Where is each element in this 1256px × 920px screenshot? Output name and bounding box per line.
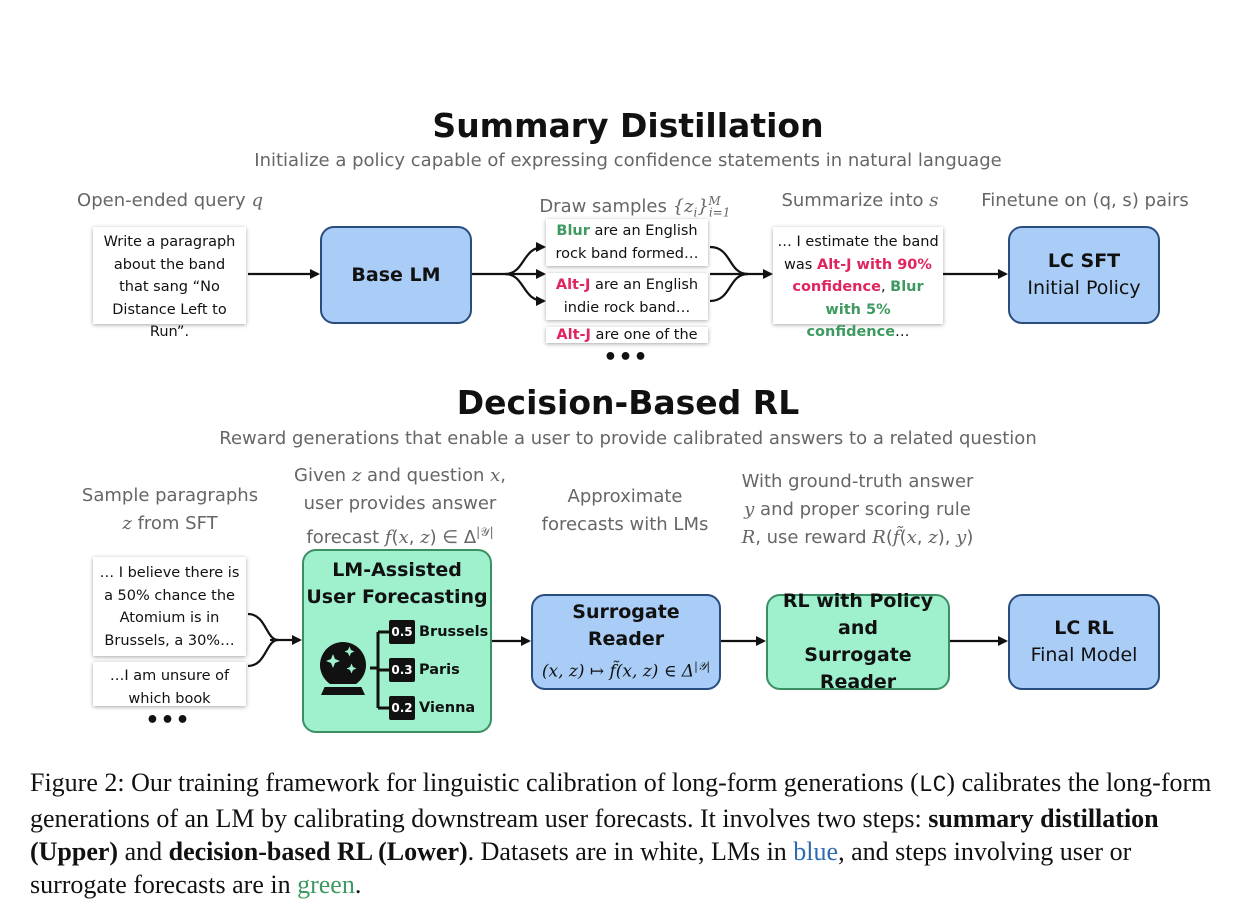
lc-rl-title: LC RL xyxy=(1054,617,1114,639)
lm-assisted-title-1: LM-Assisted xyxy=(332,559,462,581)
lc-rl-subtitle: Final Model xyxy=(1030,644,1138,666)
crystal-ball-icon xyxy=(320,642,366,695)
label-ground-truth: With ground-truth answer y and proper sc… xyxy=(741,471,974,548)
surrogate-reader-formula: (x, z) ↦ f̃(x, z) ∈ Δ|𝒴| xyxy=(541,659,711,682)
summary-card: … I estimate the band was Alt-J with 90%… xyxy=(773,227,943,340)
sample-card-1: Blur are an English rock band formed… xyxy=(546,219,708,266)
arrow-sample-1-merge xyxy=(709,245,749,276)
base-lm-label: Base LM xyxy=(351,263,441,286)
forecast-row-brussels: 0.5 Brussels xyxy=(389,620,488,644)
surrogate-reader-box: Surrogate Reader (x, z) ↦ f̃(x, z) ∈ Δ|𝒴… xyxy=(531,594,721,690)
sample-card-3: Alt-J are one of the xyxy=(546,327,708,343)
rl-policy-title-2: Surrogate Reader xyxy=(804,644,912,693)
arrow-base-to-sample-3 xyxy=(504,272,546,306)
label-sample-paragraphs: Sample paragraphs z from SFT xyxy=(81,485,259,534)
arrow-base-to-sample-1 xyxy=(504,242,546,276)
query-card: Write a paragraph about the band that sa… xyxy=(93,227,246,340)
forecast-prob: 0.2 xyxy=(389,696,415,720)
paragraph-card-1: … I believe there is a 50% chance the At… xyxy=(93,557,246,656)
arrow-para-1-merge xyxy=(247,612,279,642)
lc-sft-box: LC SFT Initial Policy xyxy=(1008,226,1160,324)
label-open-ended-query: Open-ended query q xyxy=(77,190,263,211)
label-summarize: Summarize into s xyxy=(781,190,939,211)
decision-rl-title: Decision-Based RL xyxy=(456,383,800,422)
summary-distillation-title: Summary Distillation xyxy=(432,106,824,145)
surrogate-reader-title: Surrogate Reader xyxy=(572,600,680,650)
paragraphs-ellipsis: ••• xyxy=(145,708,191,733)
lc-sft-subtitle: Initial Policy xyxy=(1027,277,1141,299)
forecast-prob: 0.3 xyxy=(389,658,415,682)
paragraph-card-2: …I am unsure of which book xyxy=(93,662,246,706)
label-draw-samples: Draw samples {zi}i=1M xyxy=(539,194,731,220)
summary-distillation-subtitle: Initialize a policy capable of expressin… xyxy=(254,150,1002,171)
forecast-row-paris: 0.3 Paris xyxy=(389,658,460,682)
forecast-city: Paris xyxy=(419,662,460,678)
label-approximate: Approximate forecasts with LMs xyxy=(541,486,709,535)
samples-ellipsis: ••• xyxy=(603,345,649,370)
forecast-city: Vienna xyxy=(419,700,476,716)
lc-rl-box: LC RL Final Model xyxy=(1008,594,1160,690)
rl-policy-title-1: RL with Policy and xyxy=(782,590,934,639)
sample-card-2: Alt-J are an English indie rock band… xyxy=(546,273,708,320)
base-lm-box: Base LM xyxy=(320,226,472,324)
forecast-bracket xyxy=(370,630,390,710)
lc-sft-title: LC SFT xyxy=(1047,250,1121,272)
arrow-sample-2-merge xyxy=(709,272,749,303)
decision-rl-subtitle: Reward generations that enable a user to… xyxy=(219,428,1037,449)
lm-assisted-title-2: User Forecasting xyxy=(306,586,488,608)
label-finetune: Finetune on (q, s) pairs xyxy=(981,190,1189,211)
forecast-city: Brussels xyxy=(419,624,489,640)
rl-policy-box: RL with Policy and Surrogate Reader xyxy=(766,590,950,693)
forecast-prob: 0.5 xyxy=(389,620,415,644)
forecast-row-vienna: 0.2 Vienna xyxy=(389,696,475,720)
figure-caption: Figure 2: Our training framework for lin… xyxy=(30,768,1212,899)
arrow-para-2-merge xyxy=(247,638,279,668)
label-given: Given z and question x, user provides an… xyxy=(294,465,506,548)
